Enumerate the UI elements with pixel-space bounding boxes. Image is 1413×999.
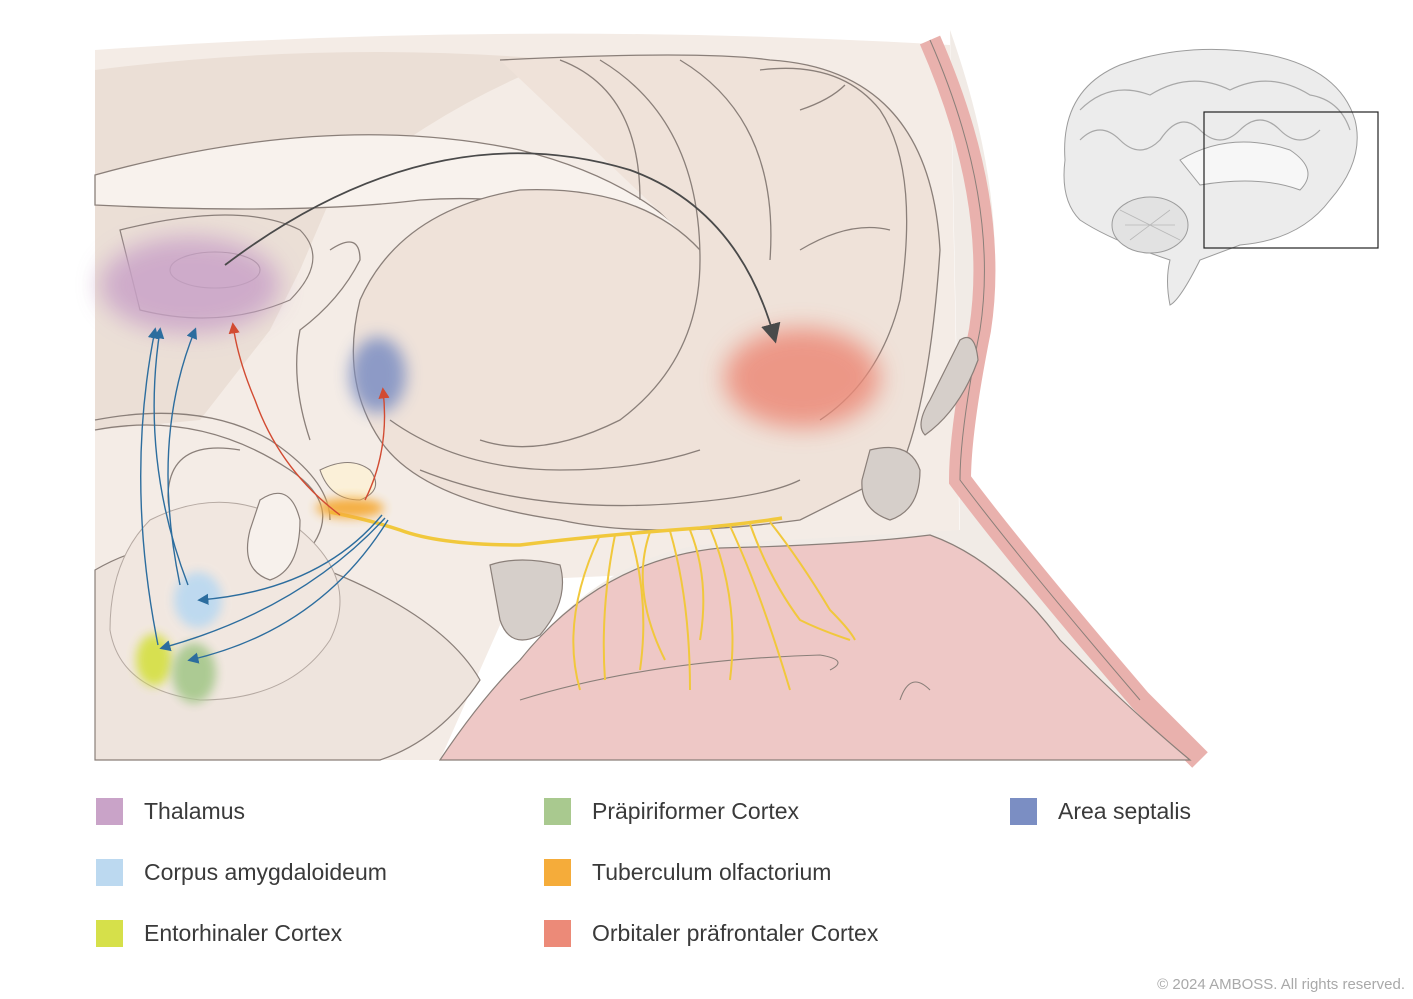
legend-label-tuberculum-olfactorium: Tuberculum olfactorium (592, 858, 832, 885)
copyright-notice: © 2024 AMBOSS. All rights reserved. (1157, 976, 1405, 993)
legend-item-tuberculum-olfactorium: Tuberculum olfactorium (544, 857, 831, 887)
legend-swatch-corpus-amygdaloideum (96, 858, 123, 886)
nasal-cavity (438, 30, 1208, 768)
legend-swatch-tuberculum-olfactorium (544, 858, 571, 886)
legend-item-corpus-amygdaloideum: Corpus amygdaloideum (96, 857, 387, 887)
legend-swatch-area-septalis (1010, 797, 1037, 825)
legend-swatch-orbitaler-praefrontaler-cortex (544, 919, 571, 947)
inset-brain-thumbnail (1063, 48, 1379, 306)
region-thalamus (100, 237, 280, 333)
legend-item-entorhinaler-cortex: Entorhinaler Cortex (96, 918, 342, 948)
legend-label-entorhinaler-cortex: Entorhinaler Cortex (144, 919, 343, 946)
olfactory-nerve (329, 510, 856, 691)
region-area-septalis (350, 337, 406, 413)
legend-swatch-thalamus (96, 797, 123, 825)
region-orbitofrontal (724, 328, 880, 428)
inset-highlight-box (1203, 111, 1379, 249)
legend-label-orbitaler-praefrontaler-cortex: Orbitaler präfrontaler Cortex (592, 919, 879, 946)
legend-item-praepiriformer-cortex: Präpiriformer Cortex (544, 796, 799, 826)
region-olfactory-tubercle (316, 498, 384, 518)
legend-label-thalamus: Thalamus (144, 797, 245, 824)
legend-label-praepiriformer-cortex: Präpiriformer Cortex (592, 797, 800, 824)
legend-item-area-septalis: Area septalis (1010, 796, 1191, 826)
region-prepiriform (172, 643, 216, 703)
olfactory-pathway-diagram (94, 30, 1379, 768)
legend-item-orbitaler-praefrontaler-cortex: Orbitaler präfrontaler Cortex (544, 918, 878, 948)
legend-label-area-septalis: Area septalis (1058, 797, 1191, 824)
legend-label-corpus-amygdaloideum: Corpus amygdaloideum (144, 858, 387, 885)
legend-swatch-praepiriformer-cortex (544, 797, 571, 825)
legend-item-thalamus: Thalamus (96, 796, 245, 826)
pathway-arrows (140, 152, 781, 664)
legend-swatch-entorhinaler-cortex (96, 919, 123, 947)
region-entorhinal (136, 634, 172, 686)
brain-regions (100, 237, 880, 703)
region-amygdala (174, 572, 222, 628)
